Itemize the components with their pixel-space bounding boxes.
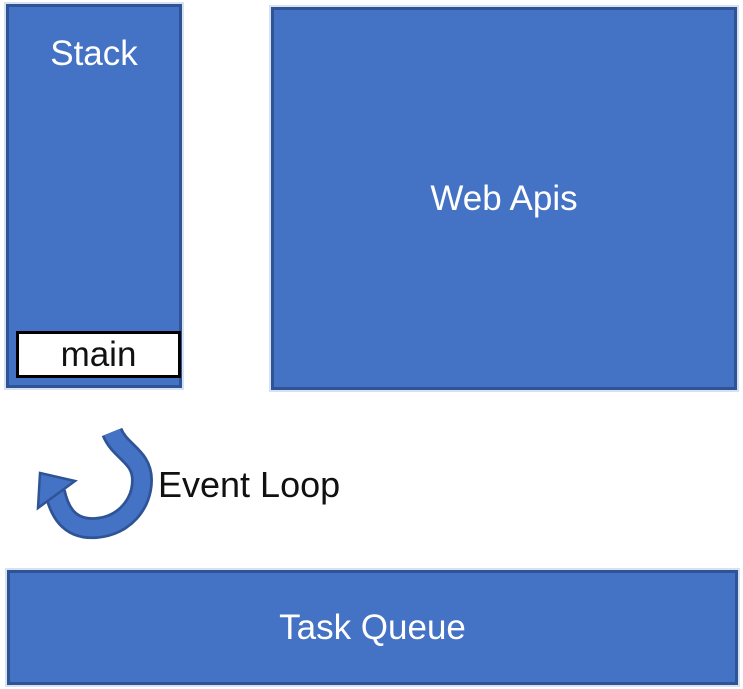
event-loop-label: Event Loop [158,464,341,505]
stack-box-label: Stack [50,34,138,73]
web-apis-box: Web Apis [269,5,739,392]
task-queue-box-label: Task Queue [279,607,466,647]
web-apis-box-label: Web Apis [430,178,578,218]
task-queue-box: Task Queue [5,568,740,687]
main-frame-box: main [16,331,181,378]
stack-box: Stack main [4,2,184,390]
main-frame-label: main [60,335,137,374]
